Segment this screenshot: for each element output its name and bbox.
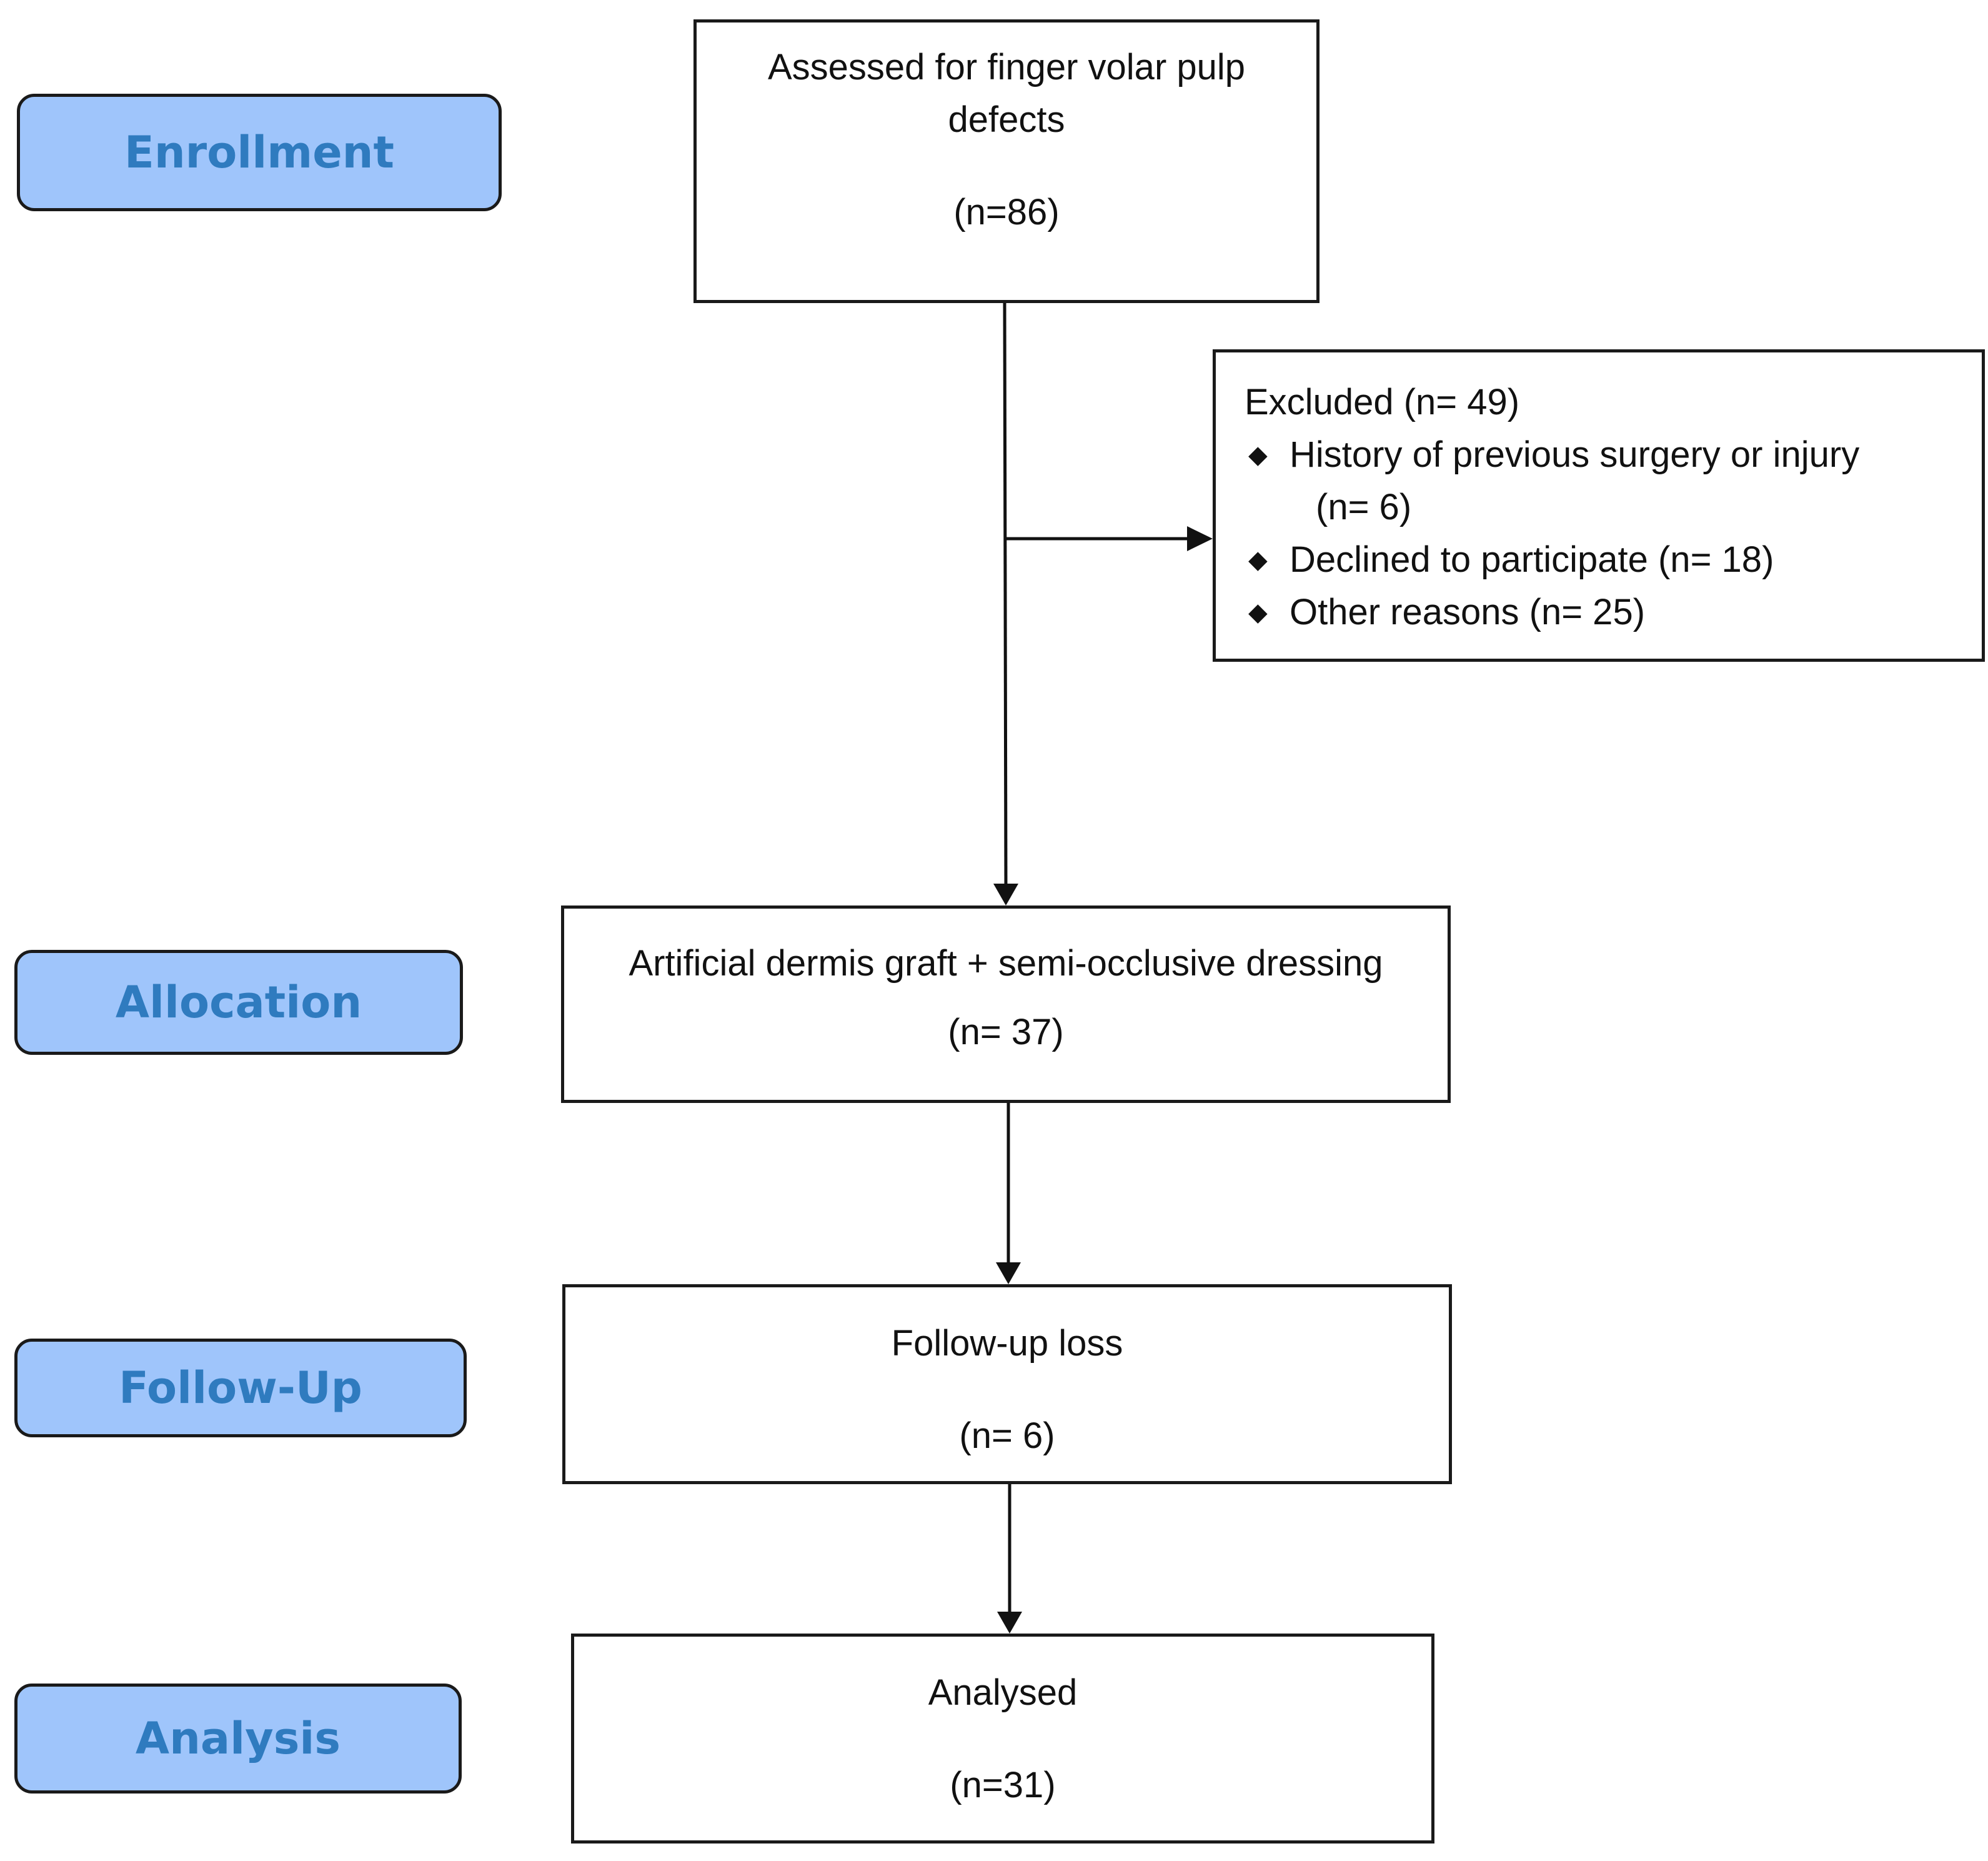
assessed-box: Assessed for finger volar pulp defects (… (693, 19, 1320, 303)
arrowhead-icon (996, 1262, 1021, 1284)
bullet-diamond-icon: ◆ (1248, 441, 1268, 469)
assessed-count: (n=86) (953, 192, 1060, 232)
phase-label-allocation: Allocation (14, 950, 463, 1055)
follow-up-loss-line-1: Follow-up loss (891, 1323, 1123, 1364)
phase-label-allocation-text: Allocation (115, 977, 362, 1028)
allocated-line-1: Artificial dermis graft + semi-occlusive… (629, 943, 1383, 984)
analysed-count: (n=31) (950, 1765, 1056, 1805)
arrowhead-icon (993, 884, 1018, 906)
assessed-line-2: defects (948, 99, 1065, 140)
consort-flow-diagram: Enrollment Allocation Follow-Up Analysis… (14, 19, 1988, 1861)
excluded-heading: Excluded (n= 49) (1245, 382, 1520, 422)
allocated-count: (n= 37) (948, 1012, 1064, 1052)
bullet-diamond-icon: ◆ (1248, 546, 1268, 574)
excluded-reason-text: History of previous surgery or injury (1290, 434, 1860, 475)
excluded-reason-item: ◆ Other reasons (n= 25) (1245, 586, 1982, 639)
phase-label-analysis: Analysis (14, 1684, 462, 1794)
analysed-box: Analysed (n=31) (571, 1634, 1434, 1844)
phase-label-follow-up: Follow-Up (14, 1339, 467, 1437)
phase-label-analysis-text: Analysis (135, 1713, 341, 1764)
excluded-reason-count: (n= 6) (1316, 487, 1412, 527)
allocated-box: Artificial dermis graft + semi-occlusive… (561, 906, 1451, 1103)
excluded-reason-item: ◆ History of previous surgery or injury … (1245, 429, 1982, 534)
follow-up-loss-count: (n= 6) (959, 1415, 1055, 1456)
phase-label-enrollment-text: Enrollment (124, 127, 394, 178)
connector-assessed-to-allocated (1003, 302, 1008, 889)
excluded-box: Excluded (n= 49) ◆ History of previous s… (1213, 349, 1985, 662)
follow-up-loss-box: Follow-up loss (n= 6) (562, 1284, 1452, 1484)
excluded-reason-text: Other reasons (n= 25) (1290, 592, 1646, 632)
arrowhead-icon (997, 1612, 1022, 1634)
excluded-reason-item: ◆ Declined to participate (n= 18) (1245, 534, 1982, 586)
bullet-diamond-icon: ◆ (1248, 599, 1268, 626)
connectors (993, 302, 1213, 1634)
analysed-line-1: Analysed (928, 1672, 1078, 1713)
assessed-line-1: Assessed for finger volar pulp (767, 47, 1246, 87)
arrowhead-icon (1187, 526, 1213, 551)
excluded-reasons-list: ◆ History of previous surgery or injury … (1245, 429, 1982, 639)
excluded-reason-text: Declined to participate (n= 18) (1290, 539, 1774, 580)
phase-label-enrollment: Enrollment (17, 94, 502, 211)
phase-label-follow-up-text: Follow-Up (119, 1362, 362, 1414)
